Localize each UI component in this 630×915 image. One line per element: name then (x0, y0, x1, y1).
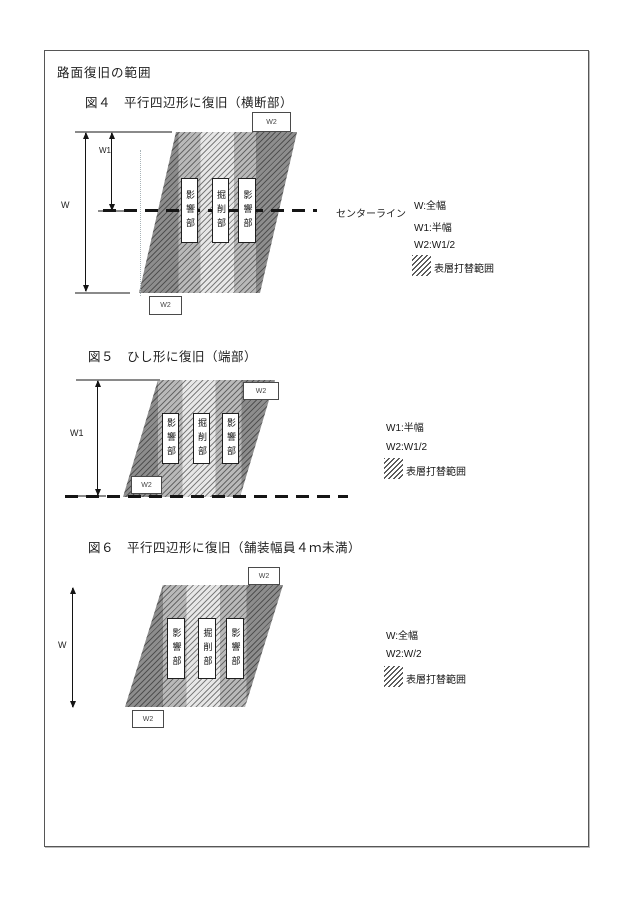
page-border-frame (44, 50, 589, 847)
page-title: 路面復旧の範囲 (57, 66, 152, 80)
